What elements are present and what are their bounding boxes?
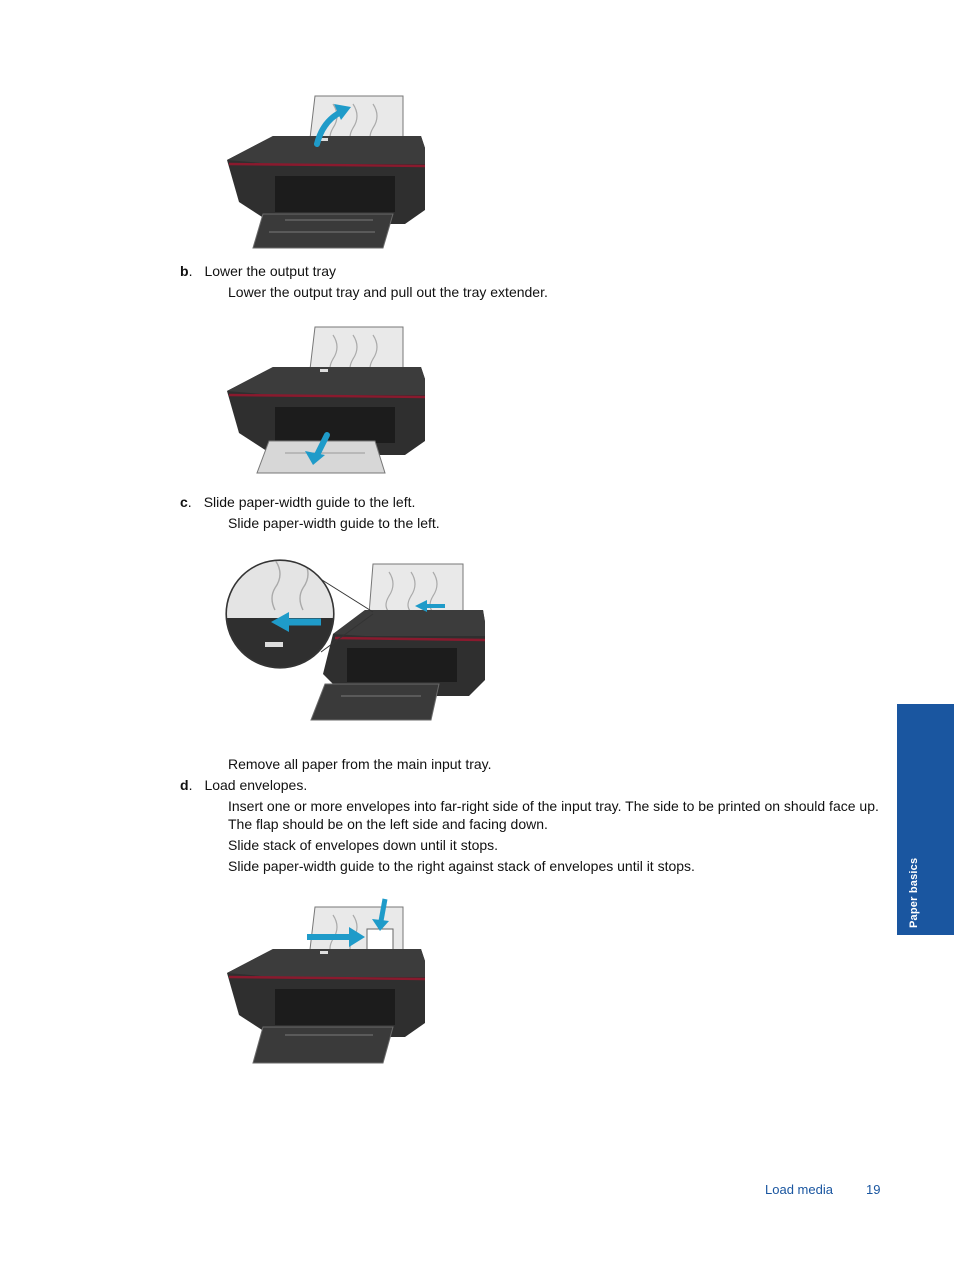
figure-load-envelopes <box>225 895 430 1070</box>
figure-slide-guide-left <box>225 556 490 728</box>
right-and-down-arrow-icon <box>307 898 389 947</box>
step-separator: . <box>188 263 193 279</box>
step-d-instruction-2: Slide stack of envelopes down until it s… <box>228 837 499 853</box>
footer-page-number: 19 <box>866 1182 881 1197</box>
left-arrow-icon <box>271 600 445 632</box>
step-c-after-figure: Remove all paper from the main input tra… <box>228 756 492 772</box>
step-title: Lower the output tray <box>204 263 336 279</box>
step-d-instruction-1: Insert one or more envelopes into far-ri… <box>228 798 879 832</box>
step-title: Slide paper-width guide to the left. <box>203 494 416 510</box>
step-title: Load envelopes. <box>204 777 308 793</box>
step-letter: b <box>180 263 189 279</box>
up-curved-arrow-icon <box>314 104 351 147</box>
step-letter: c <box>180 494 188 510</box>
step-c-heading: c. Slide paper-width guide to the left. <box>180 493 415 511</box>
step-d-heading: d. Load envelopes. <box>180 776 307 794</box>
step-separator: . <box>188 777 193 793</box>
step-b-heading: b. Lower the output tray <box>180 262 336 280</box>
step-c-instruction: Slide paper-width guide to the left. <box>228 515 440 531</box>
chapter-side-tab <box>897 704 954 935</box>
figure-lower-output-tray <box>225 323 430 488</box>
figure-raise-input-tray <box>225 92 430 257</box>
step-d-instruction-3: Slide paper-width guide to the right aga… <box>228 858 695 874</box>
step-separator: . <box>187 494 192 510</box>
down-arrow-icon <box>305 432 330 465</box>
footer-section-name: Load media <box>765 1182 833 1197</box>
step-b-instruction: Lower the output tray and pull out the t… <box>228 284 548 300</box>
step-letter: d <box>180 777 189 793</box>
chapter-side-tab-label: Paper basics <box>908 857 920 928</box>
